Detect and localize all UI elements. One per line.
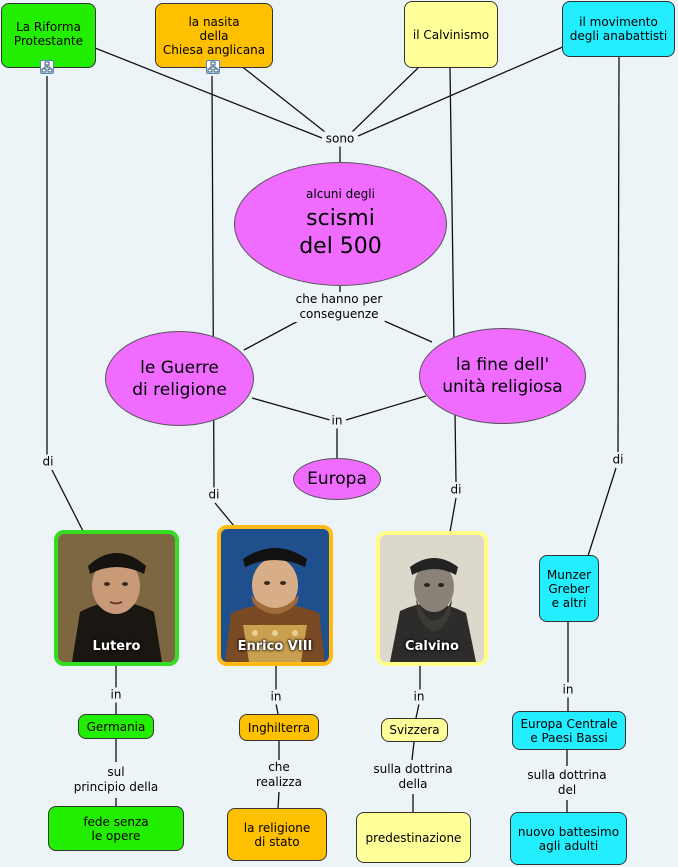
link-label-in-enrico: in <box>268 689 284 705</box>
node-riforma-protestante[interactable]: La Riforma Protestante <box>1 3 96 68</box>
link-label-predestinazione: sulla dottrina della <box>371 762 455 792</box>
node-europa-centrale[interactable]: Europa Centrale e Paesi Bassi <box>512 711 626 750</box>
node-svizzera[interactable]: Svizzera <box>381 718 448 742</box>
node-fede-senza-opere[interactable]: fede senza le opere <box>48 806 184 851</box>
node-anabattisti[interactable]: il movimento degli anabattisti <box>562 1 675 57</box>
sitemap-icon[interactable] <box>206 60 220 74</box>
node-religione-stato[interactable]: la religione di stato <box>227 808 327 861</box>
portrait-lutero[interactable]: Lutero <box>54 530 179 666</box>
sitemap-icon[interactable] <box>40 60 54 74</box>
node-guerre-religione[interactable]: le Guerre di religione <box>105 331 254 426</box>
node-calvinismo[interactable]: il Calvinismo <box>404 1 498 68</box>
enrico-image <box>221 529 329 662</box>
link-label-di-calvino: di <box>448 482 464 498</box>
portrait-name-enrico: Enrico VIII <box>237 639 313 654</box>
scismi-prefix: alcuni degli <box>306 187 375 201</box>
link-label-in-munzer: in <box>560 682 576 698</box>
link-label-realizza: che realizza <box>253 760 305 790</box>
link-label-battesimo: sulla dottrina del <box>525 768 609 798</box>
link-label-in-lutero: in <box>108 687 124 703</box>
link-label-principio: sul principio della <box>71 765 161 795</box>
node-munzer[interactable]: Munzer Greber e altri <box>539 555 599 622</box>
portrait-name-calvino: Calvino <box>405 639 459 654</box>
node-fine-unita[interactable]: la fine dell' unità religiosa <box>419 328 586 424</box>
node-germania[interactable]: Germania <box>78 714 154 739</box>
node-inghilterra[interactable]: Inghilterra <box>239 714 319 741</box>
calvino-image <box>380 535 484 662</box>
portrait-calvino[interactable]: Calvino <box>376 531 488 666</box>
node-nuovo-battesimo[interactable]: nuovo battesimo agli adulti <box>510 812 627 865</box>
scismi-title: scismi del 500 <box>299 206 382 259</box>
node-scismi[interactable]: alcuni degli scismi del 500 <box>234 162 447 286</box>
link-label-di-lutero: di <box>40 454 56 470</box>
node-chiesa-anglicana[interactable]: la nasita della Chiesa anglicana <box>155 3 273 68</box>
portrait-enrico[interactable]: Enrico VIII <box>217 525 333 666</box>
link-label-di-enrico: di <box>206 487 222 503</box>
node-predestinazione[interactable]: predestinazione <box>356 812 471 863</box>
link-label-sono: sono <box>323 131 357 147</box>
link-label-in-calvino: in <box>411 689 427 705</box>
node-europa[interactable]: Europa <box>293 458 381 500</box>
lutero-image <box>58 534 175 662</box>
portrait-name-lutero: Lutero <box>92 639 141 654</box>
link-label-di-munzer: di <box>610 452 626 468</box>
link-label-in-europa: in <box>329 413 345 429</box>
link-label-conseguenze: che hanno per conseguenze <box>293 292 385 322</box>
